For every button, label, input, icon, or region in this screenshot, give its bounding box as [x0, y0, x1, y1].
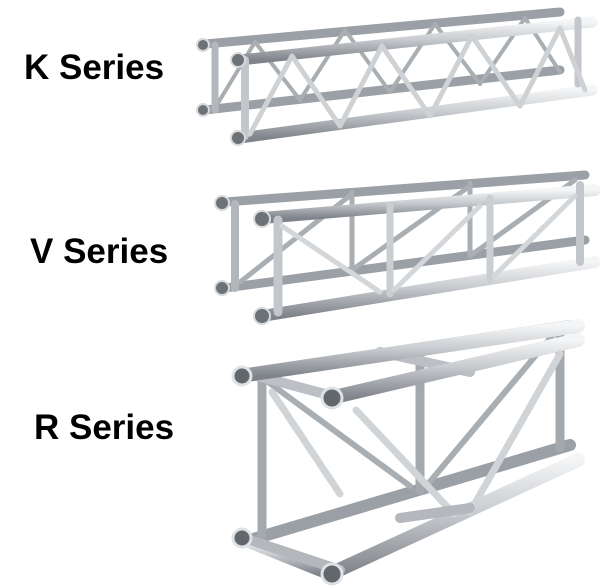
k-series-truss [196, 7, 598, 146]
k-series-label: K Series [24, 48, 165, 87]
r-series-truss [231, 319, 585, 586]
v-series-truss [214, 170, 600, 325]
v-series-label: V Series [30, 232, 169, 271]
r-series-label: R Series [34, 408, 175, 447]
